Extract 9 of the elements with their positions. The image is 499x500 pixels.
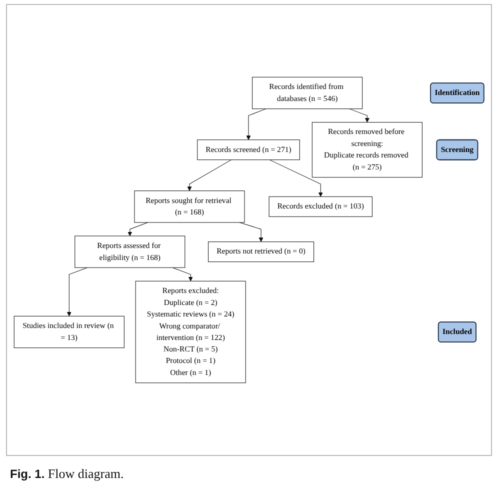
arrow — [246, 108, 266, 140]
figure-caption: Fig. 1. Flow diagram. — [10, 466, 124, 482]
arrow — [187, 160, 232, 192]
arrow — [349, 108, 370, 122]
arrow — [128, 222, 148, 236]
arrow — [172, 267, 193, 282]
arrow — [239, 222, 264, 242]
arrow — [66, 267, 88, 316]
arrow — [269, 160, 323, 197]
